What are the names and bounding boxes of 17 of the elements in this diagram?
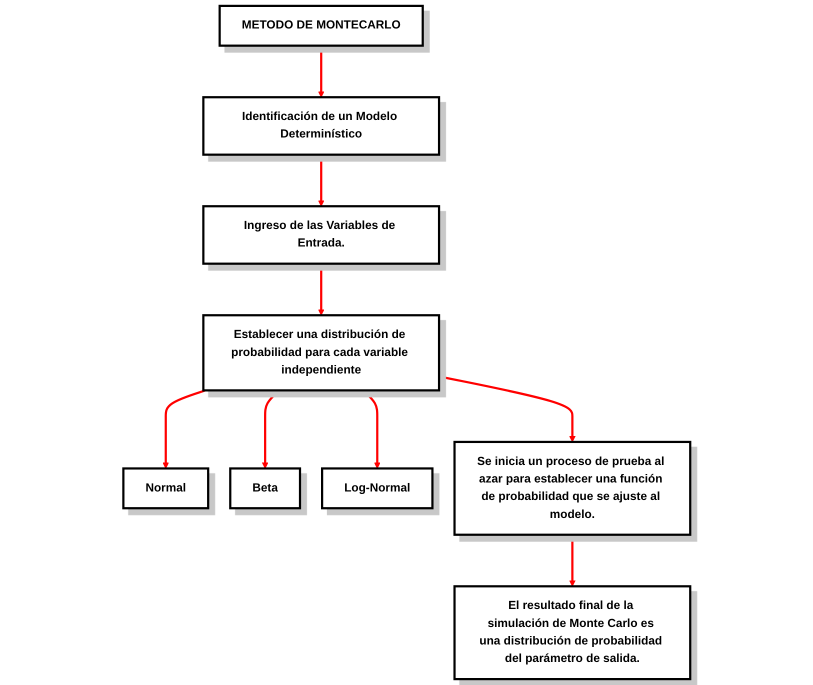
arrow bbox=[362, 390, 380, 469]
arrow bbox=[568, 534, 576, 587]
arrow bbox=[318, 46, 324, 98]
node-box: Normal bbox=[122, 467, 209, 510]
arrow bbox=[262, 390, 280, 469]
node-box: Identificación de un Modelo Determinístico bbox=[202, 96, 440, 156]
node-box: Log-Normal bbox=[320, 467, 434, 510]
node-box: Se inicia un proceso de prueba al azar para establecer una función de probabilidad que se ajuste al modelo. bbox=[453, 440, 692, 536]
arrow bbox=[162, 389, 206, 469]
node-box: Ingreso de las Variables de Entrada. bbox=[202, 205, 440, 265]
node-box: El resultado final de la simulación de Monte Carlo es una distribución de probabilidad del parámetro de salida. bbox=[453, 585, 692, 680]
arrow bbox=[318, 264, 324, 316]
arrow bbox=[318, 154, 324, 207]
node-box: Beta bbox=[228, 467, 301, 510]
arrow bbox=[438, 375, 576, 442]
node-box: Establecer una distribución de probabilidad para cada variable independiente bbox=[202, 314, 440, 392]
node-box: METODO DE MONTECARLO bbox=[218, 4, 424, 47]
